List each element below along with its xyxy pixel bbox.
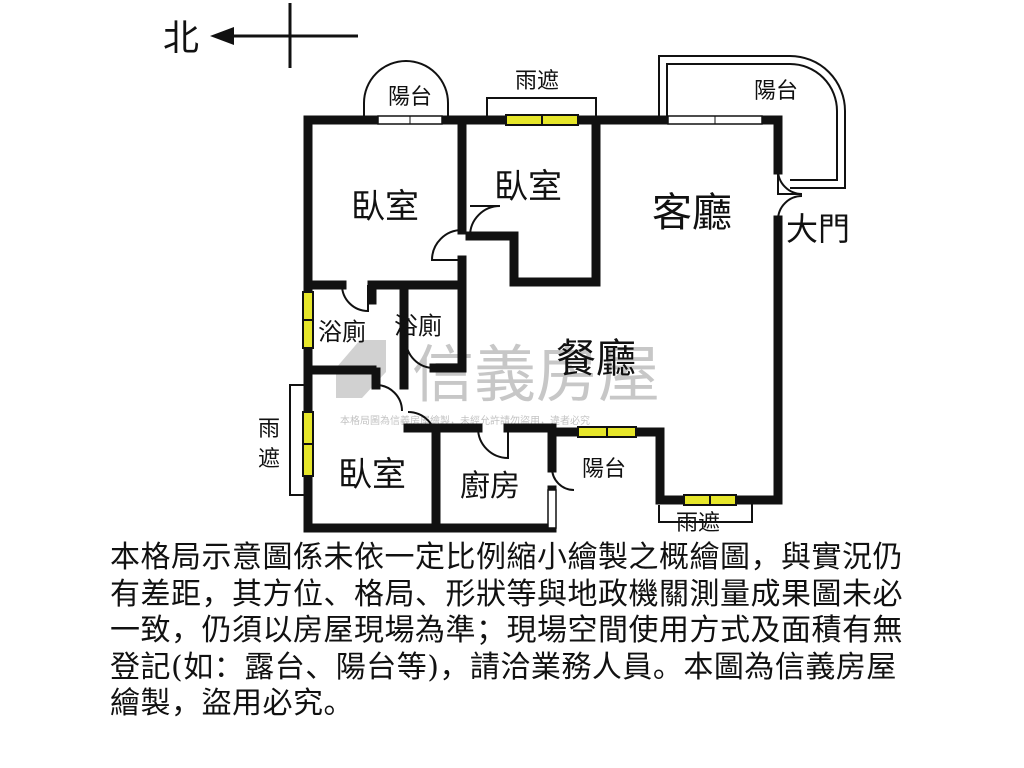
watermark-brand: 信義房屋: [412, 338, 660, 411]
disclaimer-text: 本格局示意圖係未依一定比例縮小繪製之概繪圖，與實況仍有差距，其方位、格局、形狀等…: [110, 540, 903, 721]
walls: [303, 115, 783, 533]
door-bedroom-1: [430, 229, 463, 261]
north-arrow-head: [210, 27, 234, 45]
canopy-label-bottom: 雨遮: [676, 511, 720, 536]
balcony-label-top-right: 陽台: [754, 79, 798, 104]
main-door-swing-2: [777, 195, 803, 221]
floor-plan: 北 信義房屋 本格局圖為信義房屋繪製，未經允許請勿盜用，違者必究: [163, 3, 850, 536]
north-label: 北: [163, 18, 199, 59]
door-bedroom-3-inner: [407, 411, 437, 441]
room-label-bathroom-1: 浴廁: [318, 318, 366, 346]
balcony-label-kitchen: 陽台: [582, 457, 626, 482]
room-label-bedroom-2: 臥室: [494, 167, 562, 207]
compass: 北: [163, 3, 358, 68]
door-bathroom-2: [405, 339, 435, 369]
door-bedroom-2: [469, 205, 501, 237]
balcony-top-right-outline: [658, 55, 846, 189]
door-bedroom-3: [375, 384, 403, 412]
door-bathroom-1: [341, 284, 369, 313]
main-door-label: 大門: [786, 210, 850, 248]
canopy-label-left-1: 雨: [258, 417, 280, 442]
canopy-label-top: 雨遮: [515, 69, 559, 94]
room-label-dining-room: 餐廳: [556, 336, 636, 382]
sliding-doors: [377, 115, 763, 529]
canopy-top-outline: [486, 97, 597, 120]
room-label-living-room: 客廳: [652, 190, 732, 236]
room-label-kitchen: 廚房: [460, 469, 520, 504]
canopy-bottom-outline: [658, 502, 753, 523]
canopy-left-outline: [289, 384, 307, 496]
balcony-top-right-inner: [666, 63, 838, 181]
windows: [302, 114, 737, 506]
balcony-label-top-left: 陽台: [388, 85, 432, 110]
main-door-swing: [777, 169, 803, 195]
balcony-top-left-outline: [363, 60, 449, 120]
canopy-label-left-2: 遮: [258, 447, 280, 472]
room-label-bedroom-3: 臥室: [338, 455, 406, 495]
door-kitchen-balcony: [551, 467, 575, 491]
room-label-bedroom-1: 臥室: [351, 187, 419, 227]
door-kitchen: [477, 427, 509, 460]
doors: [341, 169, 803, 491]
room-label-bathroom-2: 浴廁: [394, 312, 442, 340]
